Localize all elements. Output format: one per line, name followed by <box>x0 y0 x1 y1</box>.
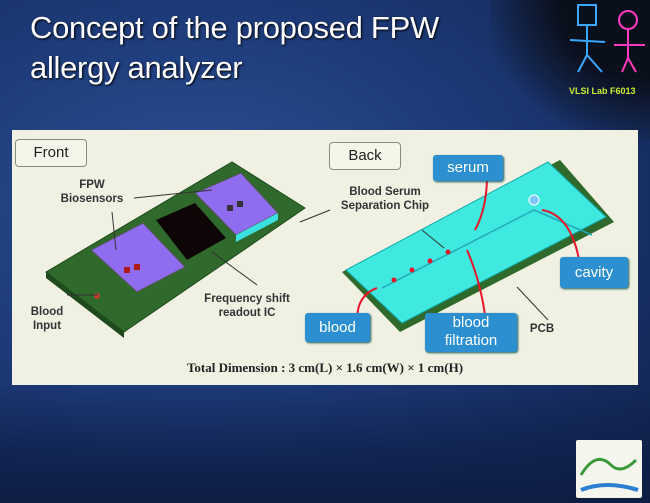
lab-label: VLSI Lab F6013 <box>569 86 636 96</box>
separation-chip <box>345 161 607 324</box>
total-dimension: Total Dimension : 3 cm(L) × 1.6 cm(W) × … <box>186 360 464 375</box>
label-line: Blood <box>30 306 64 318</box>
corner-logo <box>576 440 642 498</box>
label-line: Separation Chip <box>340 200 430 212</box>
label-line: Biosensors <box>60 193 124 205</box>
back-label: Back <box>329 142 401 170</box>
serum-tag: serum <box>433 155 503 181</box>
label-line: Input <box>32 320 62 332</box>
label-line: FPW <box>79 179 105 191</box>
landscape-logo-icon <box>579 457 639 492</box>
front-label: Front <box>15 139 87 167</box>
label-line: Frequency shift <box>204 293 290 305</box>
device-illustration <box>45 160 614 338</box>
label-line: blood <box>452 314 490 331</box>
fpw-biosensors-label: FPW Biosensors <box>52 178 132 206</box>
blood-filtration-tag: blood filtration <box>425 313 517 352</box>
background-shade-bottom <box>0 383 650 503</box>
cavity-tag: cavity <box>560 257 628 288</box>
slide-title: Concept of the proposed FPW allergy anal… <box>30 8 439 88</box>
readout-ic-label: Frequency shift readout IC <box>192 292 302 320</box>
blood-input-label: Blood Input <box>22 305 72 333</box>
blood-tag: blood <box>305 313 370 342</box>
separation-chip-label: Blood Serum Separation Chip <box>330 185 440 213</box>
label-line: Blood Serum <box>349 186 421 198</box>
figure-panel: Front Back FPW Biosensors Blood Input Fr… <box>12 130 638 385</box>
label-line: filtration <box>444 332 498 349</box>
title-line-2: allergy analyzer <box>30 50 243 85</box>
microchannel <box>381 209 593 289</box>
title-line-1: Concept of the proposed FPW <box>30 10 439 45</box>
label-line: readout IC <box>218 307 276 319</box>
readout-ic-chip <box>156 203 226 260</box>
pcb-label: PCB <box>529 323 555 335</box>
